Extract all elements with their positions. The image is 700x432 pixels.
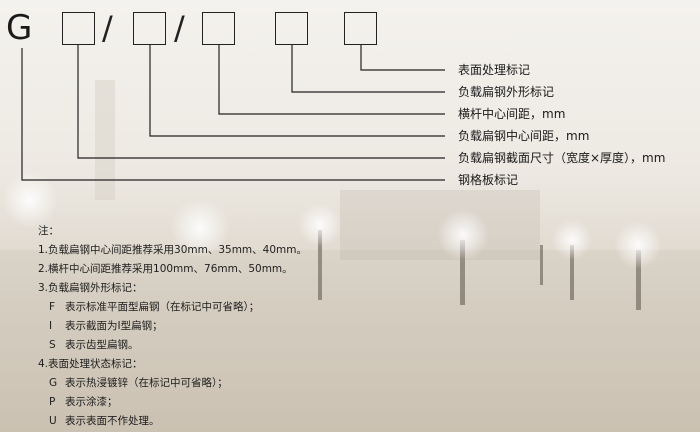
note-surface-mark: G 表示热浸镀锌（在标记中可省略）；	[38, 374, 307, 393]
code-box-surface-treatment	[344, 12, 377, 45]
note-shape-mark: F 表示标准平面型扁钢（在标记中可省略）；	[38, 298, 307, 317]
note-surface-mark: U 表示表面不作处理。	[38, 412, 307, 431]
legend-bearing-bar-pitch: 负载扁钢中心间距，mm	[458, 129, 590, 143]
mark-letter: P	[49, 396, 56, 408]
mark-text: 表示齿型扁钢。	[65, 339, 139, 351]
code-box-bar-shape	[275, 12, 308, 45]
code-prefix-letter: G	[6, 8, 33, 48]
code-separator: /	[102, 9, 113, 47]
legend-surface-treatment: 表面处理标记	[458, 63, 531, 77]
mark-letter: I	[49, 320, 53, 332]
code-box-section-size	[62, 12, 95, 45]
note-item: 4.表面处理状态标记：	[38, 358, 143, 370]
mark-text: 表示表面不作处理。	[65, 415, 160, 427]
code-separator: /	[174, 9, 185, 47]
mark-letter: G	[49, 377, 58, 389]
code-box-bearing-bar-pitch	[133, 12, 166, 45]
mark-letter: U	[49, 415, 57, 427]
note-shape-mark: S 表示齿型扁钢。	[38, 336, 307, 355]
connector-lines	[21, 45, 445, 181]
mark-letter: S	[49, 339, 56, 351]
note-item: 1.负载扁钢中心间距推荐采用30mm、35mm、40mm。	[38, 244, 307, 256]
mark-letter: F	[49, 301, 56, 313]
mark-text: 表示热浸镀锌（在标记中可省略）；	[65, 377, 228, 389]
legend-cross-bar-pitch: 横杆中心间距，mm	[458, 107, 566, 121]
code-box-cross-bar-pitch	[202, 12, 235, 45]
legend-bar-shape: 负载扁钢外形标记	[458, 85, 555, 99]
notes-title: 注：	[38, 225, 59, 237]
mark-text: 表示涂漆；	[65, 396, 118, 408]
note-shape-mark: I 表示截面为I型扁钢；	[38, 317, 307, 336]
legend-section-size: 负载扁钢截面尺寸（宽度×厚度），mm	[458, 151, 666, 165]
note-item: 2.横杆中心间距推荐采用100mm、76mm、50mm。	[38, 263, 293, 275]
notes-section: 注： 1.负载扁钢中心间距推荐采用30mm、35mm、40mm。 2.横杆中心间…	[38, 222, 307, 431]
note-item: 3.负载扁钢外形标记：	[38, 282, 143, 294]
note-surface-mark: P 表示涂漆；	[38, 393, 307, 412]
mark-text: 表示标准平面型扁钢（在标记中可省略）；	[65, 301, 260, 313]
mark-text: 表示截面为I型扁钢；	[65, 320, 163, 332]
legend-grating-mark: 钢格板标记	[458, 173, 519, 187]
